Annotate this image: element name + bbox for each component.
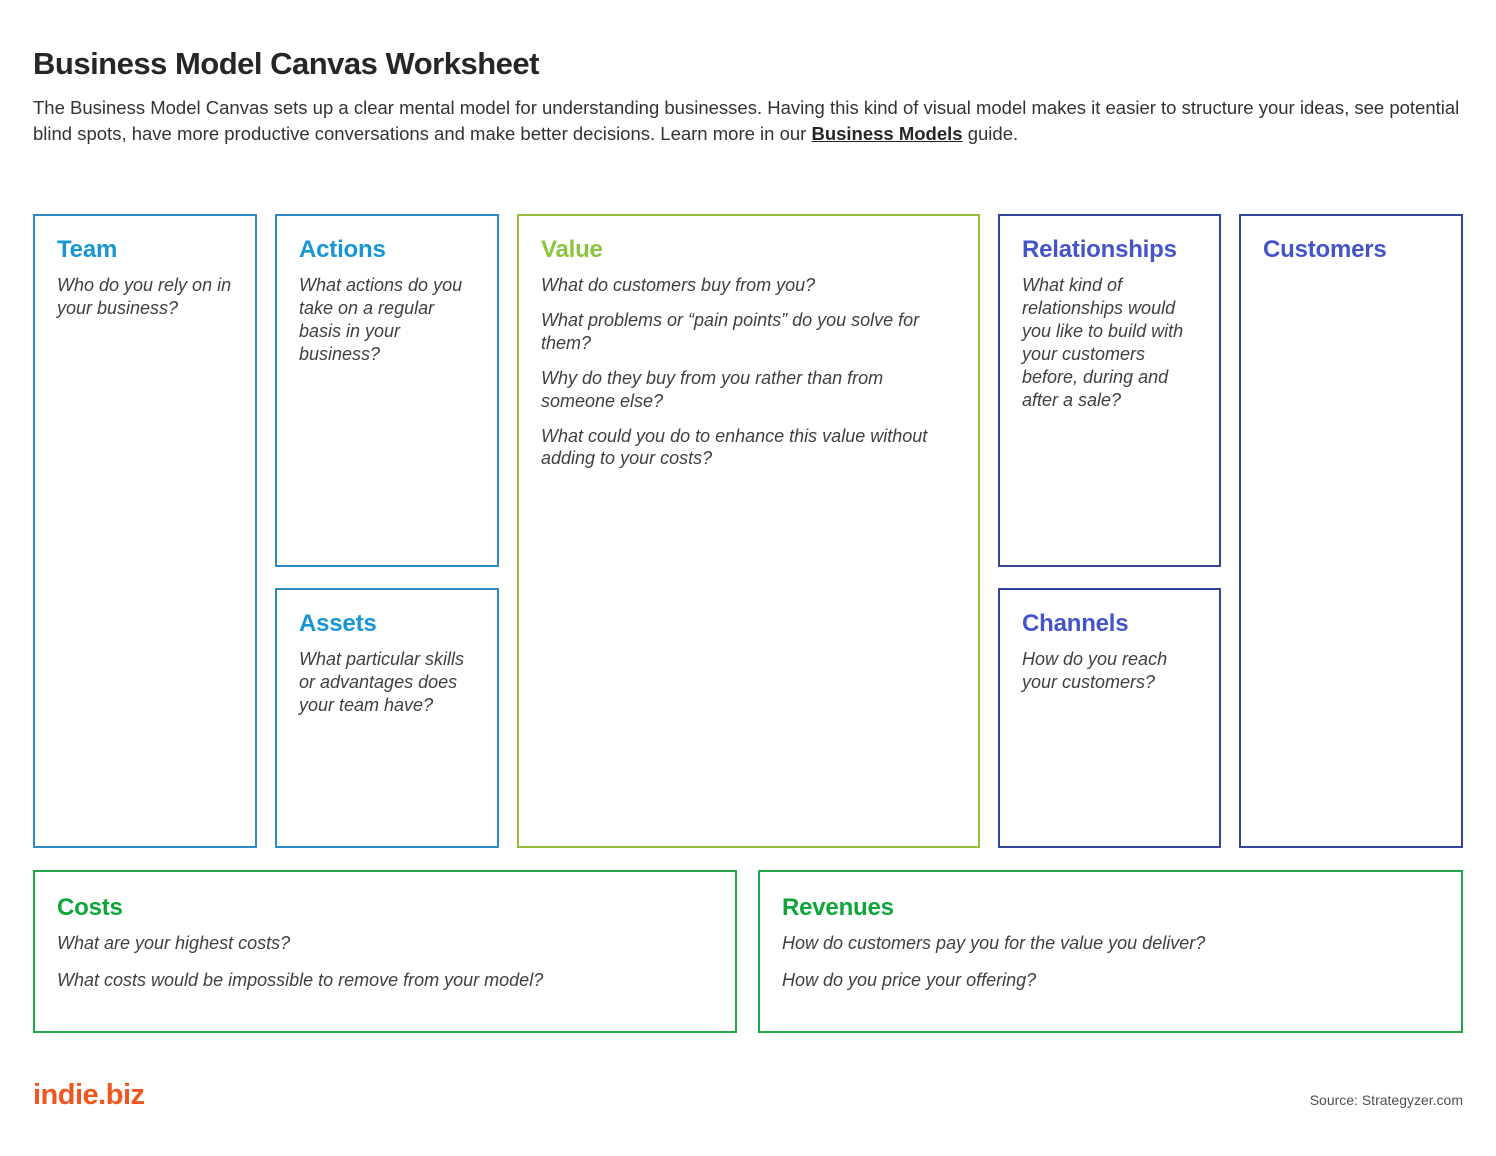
value-box-title: Value [541,236,603,264]
question-text: What particular skills or advantages doe… [299,649,465,715]
team-box-questions: Who do you rely on in your business? [57,274,235,320]
question-text: What actions do you take on a regular ba… [299,275,463,364]
relationships-box-questions: What kind of relationships would you lik… [1022,274,1199,411]
assets-box-questions: What particular skills or advantages doe… [299,648,477,717]
relationships-box-title: Relationships [1022,236,1177,264]
channels-box: Channels How do you reach your customers… [998,588,1221,849]
question-text: Who do you rely on in your business? [57,275,232,319]
customers-box-title: Customers [1263,236,1387,264]
indie-biz-logo: indie.biz [33,1079,145,1112]
intro-text-after: guide. [962,123,1019,145]
value-box: Value What do customers buy from you?Wha… [517,214,980,849]
value-box-questions: What do customers buy from you? What prob… [541,274,958,470]
question-text: How do customers pay you for the value y… [782,933,1206,954]
costs-box-title: Costs [57,894,123,922]
question-text: What kind of relationships would you lik… [1022,275,1184,410]
channels-box-title: Channels [1022,610,1129,638]
source-attribution: Source: Strategyzer.com [1309,1092,1463,1109]
business-model-canvas: Team Who do you rely on in your business… [33,214,1463,849]
actions-box-questions: What actions do you take on a regular ba… [299,274,477,365]
question-text: What could you do to enhance this value … [541,425,928,469]
intro-paragraph: The Business Model Canvas sets up a clea… [33,95,1463,149]
question-text: How do you reach your customers? [1022,649,1168,693]
revenues-box-title: Revenues [782,894,894,922]
intro-text-before: The Business Model Canvas sets up a clea… [33,96,1460,145]
relationships-box: Relationships What kind of relationships… [998,214,1221,568]
page-title: Business Model Canvas Worksheet [33,46,539,81]
costs-box: Costs What are your highest costs? What c… [33,870,737,1034]
costs-box-questions: What are your highest costs? What costs w… [57,932,715,992]
team-box-title: Team [57,236,118,264]
canvas-bottom-row: Costs What are your highest costs? What c… [33,870,1463,1034]
actions-box: Actions What actions do you take on a re… [275,214,499,568]
question-text: What do customers buy from you? [541,275,816,296]
assets-box-title: Assets [299,610,377,638]
question-text: Why do they buy from you rather than fro… [541,367,884,411]
question-text: How do you price your offering? [782,970,1037,991]
assets-box: Assets What particular skills or advanta… [275,588,499,849]
business-models-link[interactable]: Business Models [811,123,963,145]
channels-box-questions: How do you reach your customers? [1022,648,1199,694]
team-box: Team Who do you rely on in your business… [33,214,257,849]
revenues-box-questions: How do customers pay you for the value y… [782,932,1441,992]
revenues-box: Revenues How do customers pay you for th… [758,870,1463,1034]
question-text: What problems or “pain points” do you so… [541,310,920,353]
question-text: What costs would be impossible to remove… [57,970,544,991]
page-footer: indie.biz Source: Strategyzer.com [33,1079,1463,1112]
actions-box-title: Actions [299,236,386,264]
question-text: What are your highest costs? [57,933,291,954]
customers-box: Customers [1239,214,1463,849]
